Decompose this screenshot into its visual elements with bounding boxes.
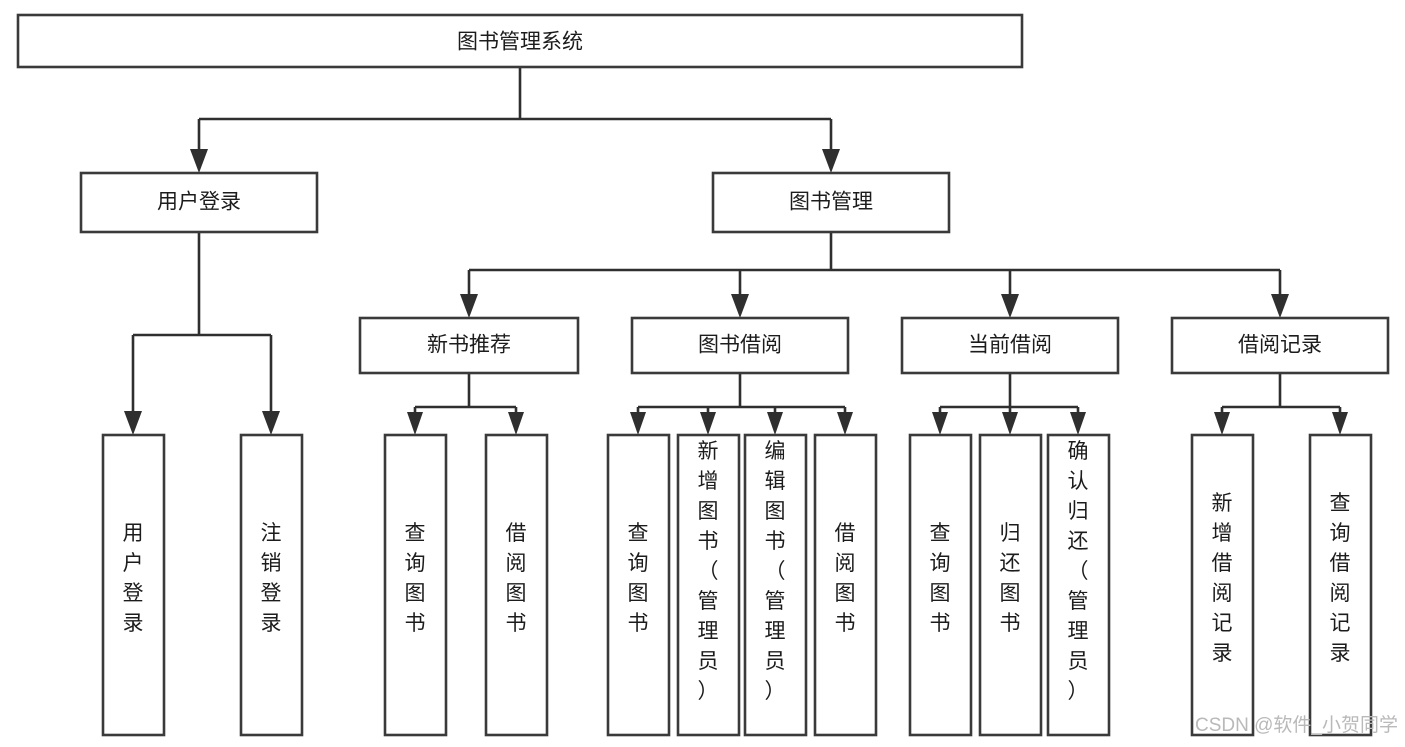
node-leaf-user-logout-box[interactable] (239, 433, 304, 737)
node-book-borrow-box[interactable] (630, 316, 850, 375)
node-leaf-rec-borrow-book[interactable]: 借阅图书 (484, 433, 549, 737)
arrow-to-borrow-borrow-book (837, 412, 853, 435)
node-leaf-cur-confirm-return-box[interactable] (1046, 433, 1111, 737)
csdn-watermark: CSDN @软件_小贺同学 (1195, 714, 1398, 736)
node-leaf-record-query[interactable]: 查询借阅记录 (1308, 433, 1373, 737)
node-user-login[interactable]: 用户登录 (79, 171, 319, 234)
node-leaf-cur-query-book-box[interactable] (908, 433, 973, 737)
node-book-borrow[interactable]: 图书借阅 (630, 316, 850, 375)
arrow-to-record-add (1214, 412, 1230, 435)
node-leaf-cur-return-book-label: 归还图书 (1000, 522, 1021, 635)
node-leaf-rec-query-book[interactable]: 查询图书 (383, 433, 448, 737)
arrow-to-record-query (1332, 412, 1348, 435)
node-leaf-borrow-borrow-book[interactable]: 借阅图书 (813, 433, 878, 737)
node-leaf-borrow-query-book[interactable]: 查询图书 (606, 433, 671, 737)
node-leaf-user-login-label: 用户登录 (123, 522, 144, 635)
node-leaf-rec-query-book-box[interactable] (383, 433, 448, 737)
node-root-label: 图书管理系统 (457, 31, 583, 54)
node-book-borrow-label: 图书借阅 (698, 334, 782, 357)
node-leaf-cur-confirm-return-label: 确认归还（管理员） (1068, 440, 1089, 703)
arrow-to-cur-return-book (1002, 412, 1018, 435)
arrow-to-rec-borrow-book (508, 412, 524, 435)
node-leaf-cur-confirm-return[interactable]: 确认归还（管理员） (1046, 433, 1111, 737)
node-leaf-borrow-query-book-box[interactable] (606, 433, 671, 737)
node-leaf-user-logout-label: 注销登录 (261, 522, 282, 635)
node-leaf-borrow-edit-book[interactable]: 编辑图书（管理员） (743, 433, 808, 737)
node-current-borrow-label: 当前借阅 (968, 334, 1052, 357)
node-borrow-record-label: 借阅记录 (1238, 334, 1322, 357)
arrow-to-book-manage (822, 149, 840, 173)
node-leaf-borrow-add-book-box[interactable] (676, 433, 741, 737)
node-leaf-record-add[interactable]: 新增借阅记录 (1190, 433, 1255, 737)
node-book-manage-label: 图书管理 (789, 191, 873, 214)
arrow-to-user-login (190, 149, 208, 173)
node-user-login-label: 用户登录 (157, 191, 241, 214)
node-book-manage-box[interactable] (711, 171, 951, 234)
node-leaf-rec-borrow-book-label: 借阅图书 (506, 522, 527, 635)
node-root-box[interactable] (16, 13, 1024, 69)
node-leaf-cur-return-book[interactable]: 归还图书 (978, 433, 1043, 737)
arrow-to-cur-query-book (932, 412, 948, 435)
node-leaf-rec-query-book-label: 查询图书 (405, 522, 426, 635)
node-new-book-rec-box[interactable] (358, 316, 580, 375)
node-borrow-record-box[interactable] (1170, 316, 1390, 375)
node-leaf-record-add-label: 新增借阅记录 (1212, 492, 1233, 665)
node-user-login-box[interactable] (79, 171, 319, 234)
node-leaf-user-login-box[interactable] (101, 433, 166, 737)
arrow-to-book-borrow (731, 294, 749, 318)
node-current-borrow-box[interactable] (900, 316, 1120, 375)
arrow-to-cur-confirm-return (1070, 412, 1086, 435)
arrow-to-borrow-add-book (700, 412, 716, 435)
node-leaf-borrow-edit-book-box[interactable] (743, 433, 808, 737)
arrow-to-current-borrow (1001, 294, 1019, 318)
node-leaf-record-add-box[interactable] (1190, 433, 1255, 737)
arrow-to-new-book-rec (460, 294, 478, 318)
node-borrow-record[interactable]: 借阅记录 (1170, 316, 1390, 375)
node-leaf-cur-return-book-box[interactable] (978, 433, 1043, 737)
node-current-borrow[interactable]: 当前借阅 (900, 316, 1120, 375)
node-leaf-record-query-box[interactable] (1308, 433, 1373, 737)
arrow-to-borrow-query-book (630, 412, 646, 435)
node-leaf-rec-borrow-book-box[interactable] (484, 433, 549, 737)
node-new-book-rec[interactable]: 新书推荐 (358, 316, 580, 375)
node-new-book-rec-label: 新书推荐 (427, 334, 511, 357)
arrow-to-borrow-record (1271, 294, 1289, 318)
node-leaf-borrow-borrow-book-label: 借阅图书 (835, 522, 856, 635)
node-leaf-borrow-query-book-label: 查询图书 (628, 522, 649, 635)
node-leaf-borrow-borrow-book-box[interactable] (813, 433, 878, 737)
node-book-manage[interactable]: 图书管理 (711, 171, 951, 234)
arrow-to-leaf-user-logout (262, 411, 280, 435)
node-leaf-borrow-add-book[interactable]: 新增图书（管理员） (676, 433, 741, 737)
node-leaf-record-query-label: 查询借阅记录 (1330, 492, 1351, 665)
arrow-to-borrow-edit-book (767, 412, 783, 435)
node-leaf-cur-query-book-label: 查询图书 (930, 522, 951, 635)
node-leaf-borrow-add-book-label: 新增图书（管理员） (698, 440, 719, 703)
arrow-to-rec-query-book (407, 412, 423, 435)
connector-layer (124, 67, 1348, 435)
node-leaf-user-logout[interactable]: 注销登录 (239, 433, 304, 737)
node-root[interactable]: 图书管理系统 (16, 13, 1024, 69)
node-leaf-user-login[interactable]: 用户登录 (101, 433, 166, 737)
node-leaf-cur-query-book[interactable]: 查询图书 (908, 433, 973, 737)
arrow-to-leaf-user-login (124, 411, 142, 435)
node-leaf-borrow-edit-book-label: 编辑图书（管理员） (765, 440, 786, 703)
